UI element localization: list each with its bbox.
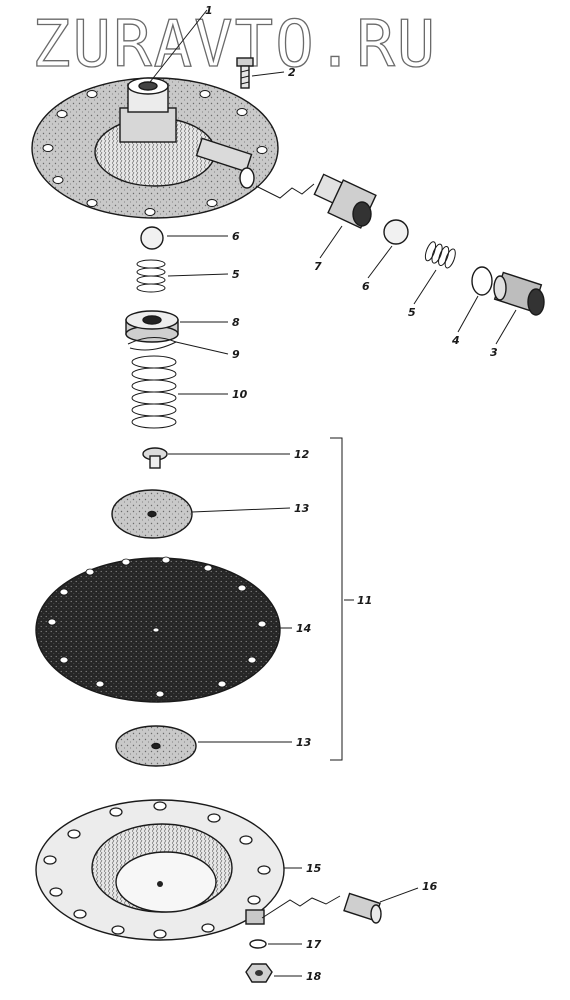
callout-11: 11: [357, 594, 372, 607]
bolt-part: [236, 57, 254, 89]
callout-16: 16: [422, 880, 438, 893]
pin-part-12: [142, 447, 168, 469]
watermark-text: ZURAVTO.RU: [32, 8, 437, 82]
assembly-bracket-11: [330, 437, 343, 761]
disc-part-13-lower: [115, 725, 197, 767]
callout-15: 15: [306, 862, 322, 875]
callout-13-lower: 13: [296, 736, 312, 749]
callout-1: 1: [205, 4, 213, 17]
ball-part-right: [383, 219, 409, 245]
callout-5-right: 5: [408, 306, 416, 319]
spring-part-left: [136, 259, 166, 293]
leader-lines: [149, 9, 517, 977]
disc-part-13-upper: [111, 489, 193, 539]
callout-10: 10: [232, 388, 248, 401]
callout-14: 14: [296, 622, 311, 635]
nipple-part-3: [493, 271, 545, 316]
callout-5-left: 5: [232, 268, 240, 281]
fitting-part-16: [261, 892, 382, 924]
washer-part-17: [249, 939, 267, 949]
callout-2: 2: [288, 66, 296, 79]
diaphragm-part-14: [35, 556, 281, 703]
callout-6-left: 6: [232, 230, 240, 243]
nut-part-18: [245, 963, 273, 983]
callout-12: 12: [294, 448, 310, 461]
callout-3: 3: [490, 346, 498, 359]
ball-part-left: [140, 226, 164, 250]
bottom-cover-part-15: [35, 799, 285, 941]
callout-7: 7: [314, 260, 322, 273]
callout-8: 8: [232, 316, 240, 329]
spring-part-right: [420, 239, 456, 271]
callout-9: 9: [232, 348, 240, 361]
spring-part-10: [131, 355, 177, 429]
top-cover-part: [31, 77, 279, 219]
callout-18: 18: [306, 970, 322, 983]
callout-13-upper: 13: [294, 502, 310, 515]
washer-part-4: [471, 266, 493, 296]
fitting-part-7: [255, 173, 377, 229]
valve-seat-part-8: [125, 310, 179, 343]
callout-4: 4: [451, 334, 460, 347]
callout-6-right: 6: [362, 280, 370, 293]
callout-17: 17: [306, 938, 322, 951]
